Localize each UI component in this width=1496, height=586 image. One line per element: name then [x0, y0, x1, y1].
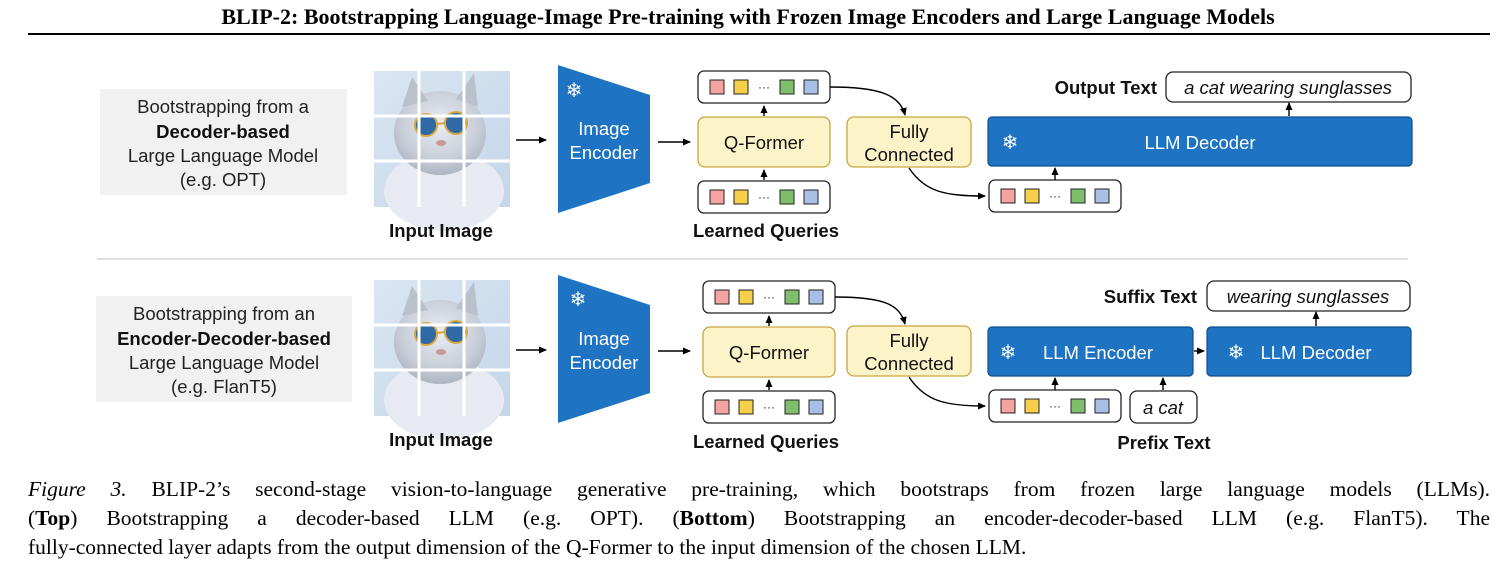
- top-output-text-box: [1165, 71, 1412, 103]
- top-output-query-tokens: ···: [697, 70, 831, 104]
- bottom-encoder-line1: Image: [578, 328, 629, 349]
- bottom-fully-connected-box: [846, 325, 972, 377]
- top-fc-line1: Fully: [889, 121, 929, 142]
- bottom-llm-encoder-label: LLM Encoder: [1043, 342, 1153, 363]
- top-output-text-value: a cat wearing sunglasses: [1184, 77, 1392, 98]
- token-ellipsis: ···: [1049, 189, 1061, 203]
- bottom-desc-line2: Encoder-Decoder-based: [117, 328, 331, 349]
- token-ellipsis: ···: [763, 290, 775, 304]
- bottom-prefix-text-value: a cat: [1143, 397, 1184, 418]
- top-input-image: [372, 69, 512, 233]
- top-llm-decoder-box: [987, 116, 1413, 167]
- caption-paren: (: [28, 506, 36, 530]
- top-encoder-line1: Image: [578, 118, 629, 139]
- bottom-image-encoder: [558, 275, 650, 423]
- caption-line-3: fully-connected layer adapts from the ou…: [28, 535, 1027, 559]
- bottom-llm-encoder-box: [987, 326, 1194, 377]
- top-fully-connected-box: [846, 116, 972, 168]
- top-qformer-label: Q-Former: [724, 132, 804, 153]
- top-desc-line2: Decoder-based: [156, 121, 290, 142]
- bottom-llm-input-tokens: ···: [988, 389, 1122, 423]
- top-pipeline: Bootstrapping from a Decoder-based Large…: [100, 65, 1413, 241]
- caption-bottom-rest: ) Bootstrapping an encoder-decoder-based…: [747, 506, 1490, 530]
- bottom-suffix-text-box: [1206, 280, 1411, 312]
- top-encoder-snowflake-icon: ❄: [566, 80, 583, 102]
- bottom-fc-line2: Connected: [864, 353, 953, 374]
- top-image-encoder: [558, 65, 650, 213]
- top-desc-line1: Bootstrapping from a: [137, 96, 309, 117]
- bottom-learned-query-tokens: ···: [702, 390, 836, 424]
- top-qformer-box: [697, 116, 831, 168]
- bottom-encoder-snowflake-icon: ❄: [570, 289, 587, 311]
- token-ellipsis: ···: [763, 400, 775, 414]
- bottom-llm-decoder-box: [1206, 326, 1412, 377]
- caption-bottom-word: Bottom: [679, 506, 748, 530]
- bottom-prefix-text-label: Prefix Text: [1117, 432, 1210, 453]
- bottom-fc-line1: Fully: [889, 330, 929, 351]
- caption-line-2: (Top) Bootstrapping a decoder-based LLM …: [28, 504, 1490, 533]
- bottom-desc-line1: Bootstrapping from an: [133, 303, 315, 324]
- bottom-pipeline: Bootstrapping from an Encoder-Decoder-ba…: [96, 275, 1412, 453]
- top-llm-input-tokens: ···: [988, 179, 1122, 213]
- top-fc-line2: Connected: [864, 144, 953, 165]
- bottom-learned-queries-label: Learned Queries: [693, 431, 839, 452]
- top-llm-decoder-label: LLM Decoder: [1144, 132, 1255, 153]
- figure-diagram: Bootstrapping from a Decoder-based Large…: [96, 65, 1413, 453]
- bottom-qformer-label: Q-Former: [729, 342, 809, 363]
- top-output-text-label: Output Text: [1055, 77, 1157, 98]
- top-learned-queries-label: Learned Queries: [693, 220, 839, 241]
- caption-line-1: Figure 3. BLIP-2’s second-stage vision-t…: [28, 475, 1490, 504]
- bottom-desc-line4: (e.g. FlanT5): [171, 376, 277, 397]
- bottom-qformer-box: [702, 326, 836, 378]
- figure-caption: Figure 3. BLIP-2’s second-stage vision-t…: [28, 475, 1490, 562]
- paper-title: BLIP-2: Bootstrapping Language-Image Pre…: [221, 4, 1275, 29]
- bottom-output-query-tokens: ···: [702, 280, 836, 314]
- bottom-desc-line3: Large Language Model: [129, 352, 319, 373]
- bottom-prefix-text-box: [1129, 390, 1198, 424]
- caption-line1-text: BLIP-2’s second-stage vision-to-language…: [126, 477, 1490, 501]
- top-input-image-label: Input Image: [389, 220, 493, 241]
- bottom-llm-decoder-label: LLM Decoder: [1260, 342, 1371, 363]
- bottom-encoder-llm-snowflake-icon: ❄: [1000, 342, 1017, 364]
- bottom-input-image: [372, 278, 512, 442]
- bottom-suffix-text-value: wearing sunglasses: [1227, 286, 1389, 307]
- token-ellipsis: ···: [758, 190, 770, 204]
- top-description-box: [100, 89, 347, 195]
- top-desc-line4: (e.g. OPT): [180, 169, 266, 190]
- top-encoder-line2: Encoder: [570, 142, 639, 163]
- top-learned-query-tokens: ···: [697, 180, 831, 214]
- caption-figure-label: Figure 3.: [28, 477, 127, 501]
- top-decoder-snowflake-icon: ❄: [1002, 132, 1019, 154]
- bottom-suffix-text-label: Suffix Text: [1104, 286, 1197, 307]
- token-ellipsis: ···: [758, 80, 770, 94]
- caption-top-rest: ) Bootstrapping a decoder-based LLM (e.g…: [70, 506, 680, 530]
- bottom-input-image-label: Input Image: [389, 429, 493, 450]
- token-ellipsis: ···: [1049, 399, 1061, 413]
- bottom-description-box: [96, 296, 352, 402]
- bottom-encoder-line2: Encoder: [570, 352, 639, 373]
- caption-top-word: Top: [35, 506, 71, 530]
- title-rule: [28, 33, 1490, 35]
- top-desc-line3: Large Language Model: [128, 145, 318, 166]
- bottom-decoder-snowflake-icon: ❄: [1228, 342, 1245, 364]
